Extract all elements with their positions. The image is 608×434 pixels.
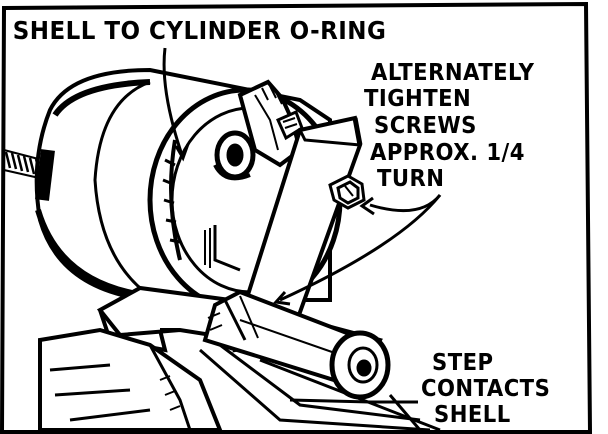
label-contacts: CONTACTS: [421, 376, 551, 402]
top-label-leader-arrow: [174, 143, 190, 162]
lower-structure: [199, 343, 441, 432]
center-bolt: [213, 130, 256, 181]
label-step: STEP: [432, 350, 494, 376]
label-approx: APPROX. 1/4: [370, 140, 525, 166]
label-alternately: ALTERNATELY: [371, 60, 535, 86]
right-label-leader-2: [279, 194, 442, 302]
top-clamp: [237, 79, 303, 168]
step-tool-knob: [329, 330, 391, 400]
right-label-arrow-2: [273, 290, 291, 306]
bottom-label-leader: [289, 398, 418, 404]
frame-border: [0, 1, 593, 434]
tightening-screw: [328, 174, 366, 210]
label-screws: SCREWS: [374, 113, 477, 139]
label-shell-to-cylinder-oring: SHELL TO CYLINDER O-RING: [10, 18, 390, 43]
label-tighten: TIGHTEN: [364, 86, 472, 112]
label-shell: SHELL: [434, 402, 511, 428]
label-turn: TURN: [377, 166, 445, 192]
base-block: [38, 327, 223, 432]
right-label-arrow: [359, 196, 375, 216]
top-label-leader: [162, 47, 184, 156]
